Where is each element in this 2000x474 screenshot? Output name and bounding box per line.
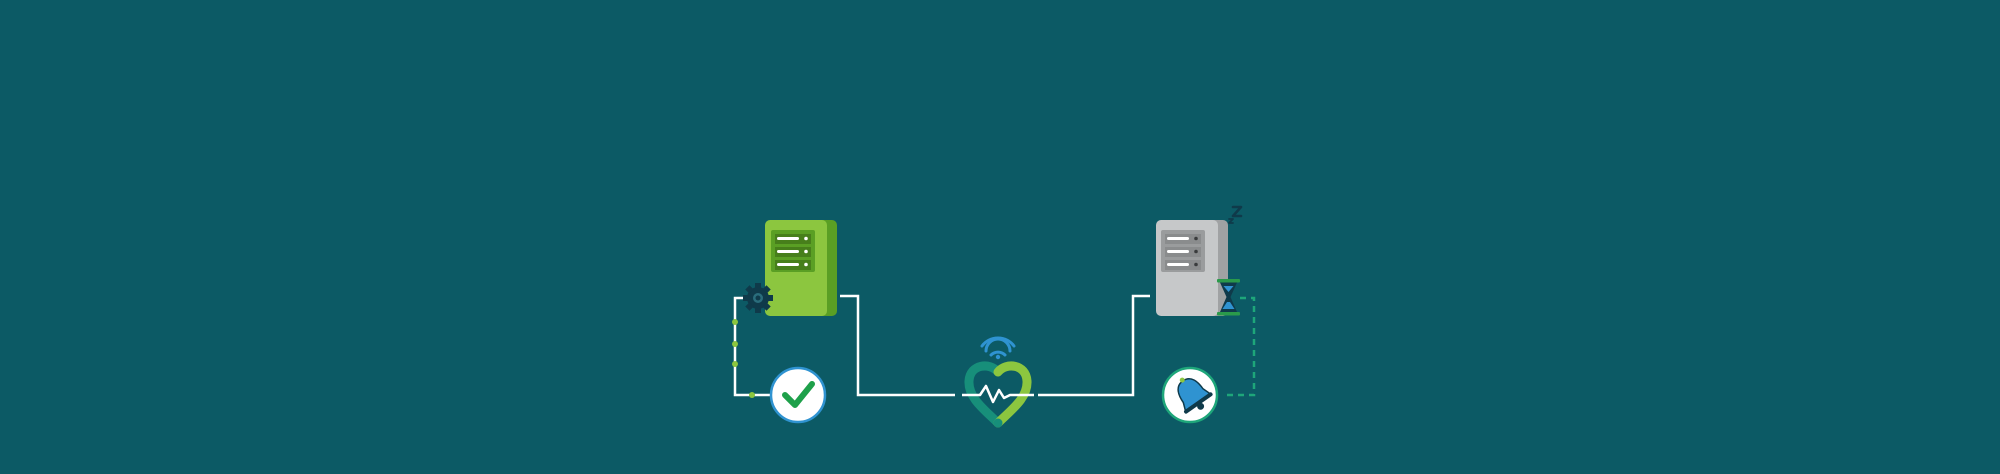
link-dot bbox=[732, 341, 738, 347]
link-primary-to-status-ok bbox=[732, 296, 772, 398]
heart-pulse-icon bbox=[962, 361, 1034, 428]
link-dot bbox=[749, 392, 755, 398]
sleep-z-icon bbox=[1228, 205, 1243, 224]
primary-server bbox=[765, 220, 837, 316]
status-alert bbox=[1161, 366, 1219, 424]
server-drive-slot bbox=[775, 247, 811, 257]
gear-icon bbox=[743, 283, 773, 313]
server-drive-slot bbox=[1165, 247, 1201, 257]
server-drive-slot bbox=[775, 234, 811, 244]
standby-server bbox=[1156, 220, 1228, 316]
link-dot bbox=[732, 361, 738, 367]
hourglass-icon bbox=[1217, 279, 1240, 316]
checkmark-icon bbox=[782, 381, 815, 408]
pulse-line bbox=[962, 384, 1034, 404]
wifi-signal-icon bbox=[980, 336, 1016, 360]
status-ok bbox=[769, 366, 827, 424]
bell-icon bbox=[1177, 377, 1213, 414]
link-primary-to-heartbeat bbox=[840, 294, 955, 397]
link-standby-to-status-alert bbox=[1222, 296, 1256, 397]
status-ok-ring bbox=[769, 366, 827, 424]
link-dot bbox=[732, 319, 738, 325]
link-heartbeat-to-standby bbox=[1038, 294, 1150, 397]
server-drive-slot bbox=[1165, 234, 1201, 244]
server-drive-slot bbox=[1165, 260, 1201, 270]
heartbeat bbox=[962, 336, 1034, 428]
server-drive-slot bbox=[775, 260, 811, 270]
